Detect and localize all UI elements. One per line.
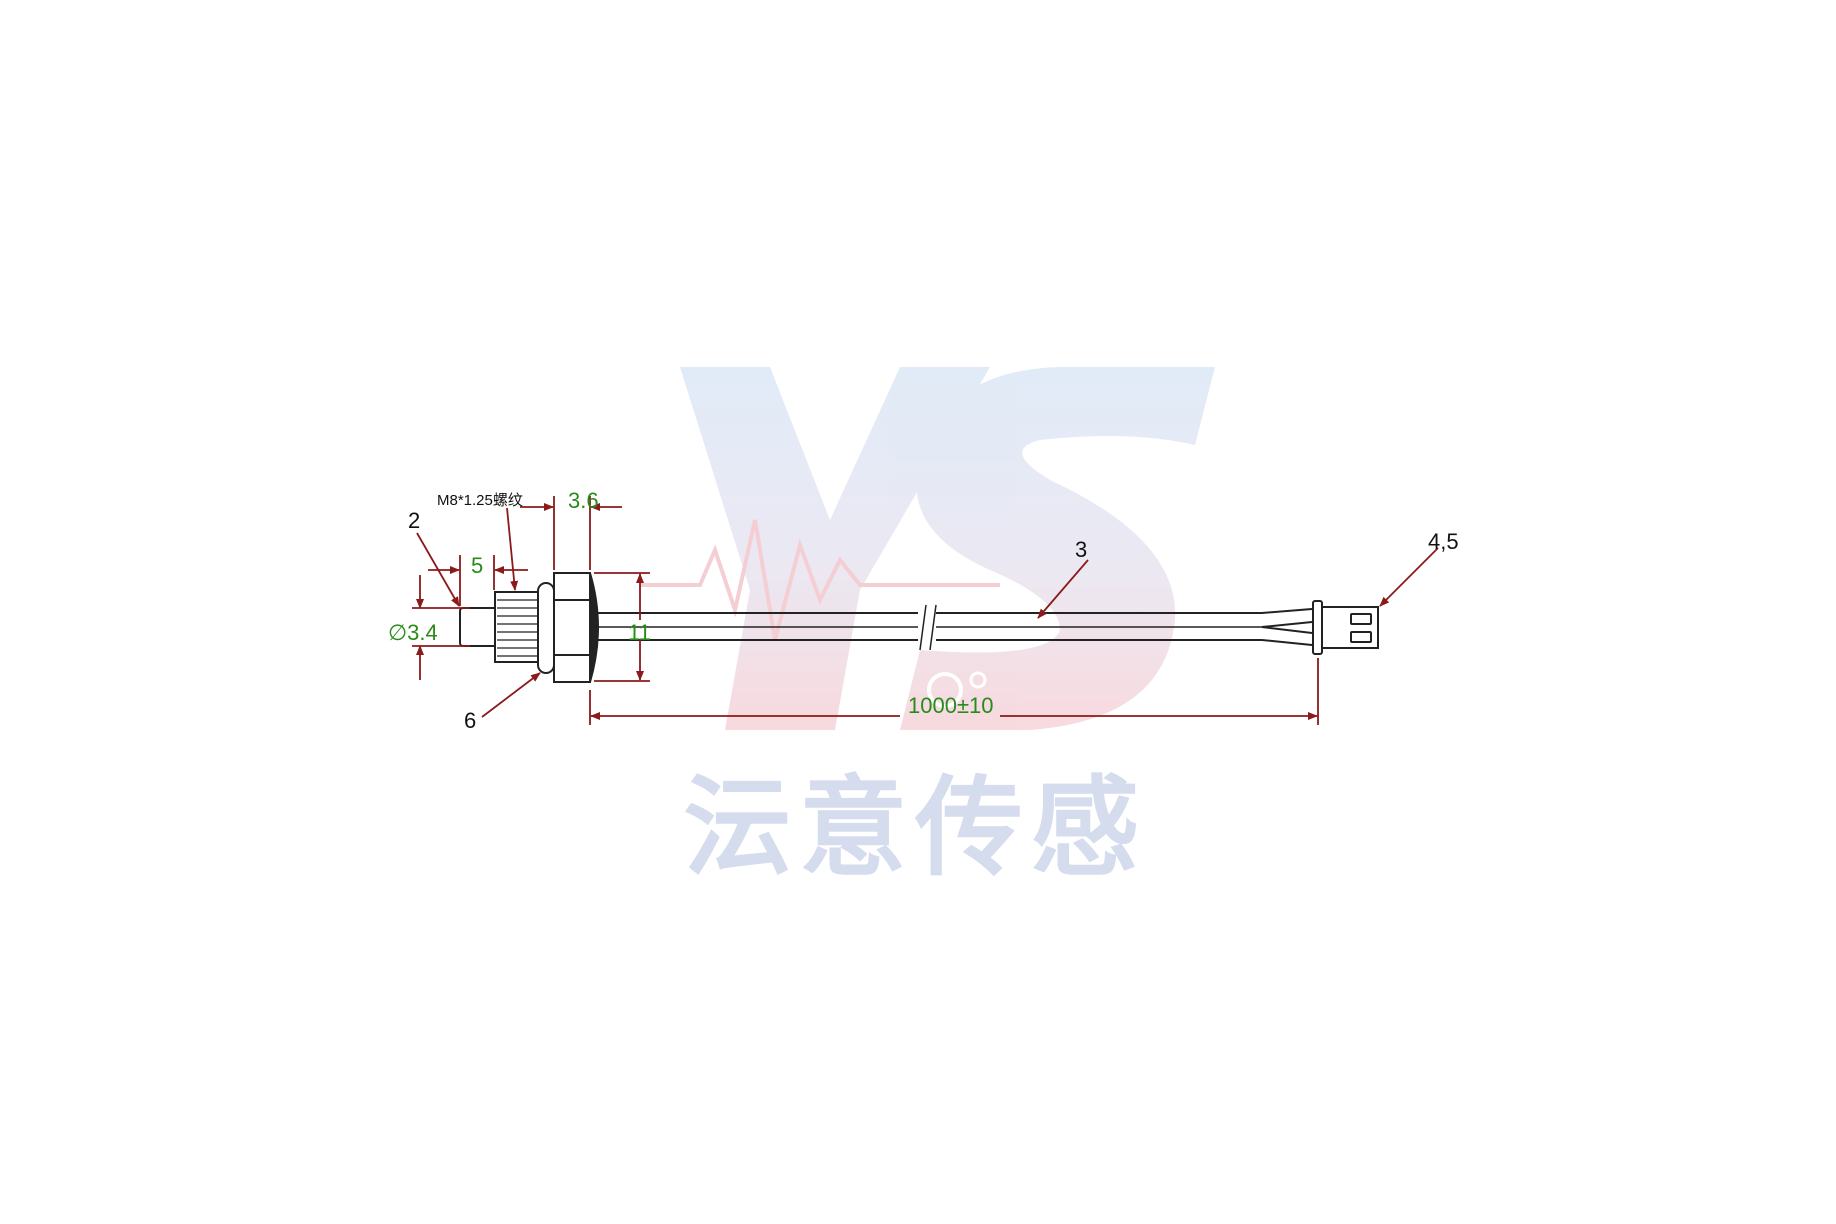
watermark-company: 沄意传感 — [683, 766, 1147, 891]
thread — [494, 591, 541, 663]
thread-note: M8*1.25螺纹 — [437, 492, 523, 509]
dim-cable-length: 1000±10 — [908, 693, 994, 718]
watermark-logo — [640, 367, 1215, 730]
hex-nut — [553, 572, 591, 683]
dim-hex-thickness: 3.6 — [568, 488, 599, 513]
sensor-body — [459, 572, 1379, 683]
o-ring — [537, 582, 555, 674]
dimension-lines — [412, 496, 1439, 725]
dim-diameter: ∅3.4 — [388, 620, 438, 645]
label-cable: 3 — [1075, 537, 1087, 562]
label-oring: 6 — [464, 708, 476, 733]
label-connector: 4,5 — [1428, 529, 1459, 554]
connector-collar — [1312, 600, 1323, 655]
dim-hex-size: 11 — [628, 620, 651, 645]
label-tip: 2 — [408, 508, 420, 533]
dim-tip-length: 5 — [471, 553, 483, 578]
